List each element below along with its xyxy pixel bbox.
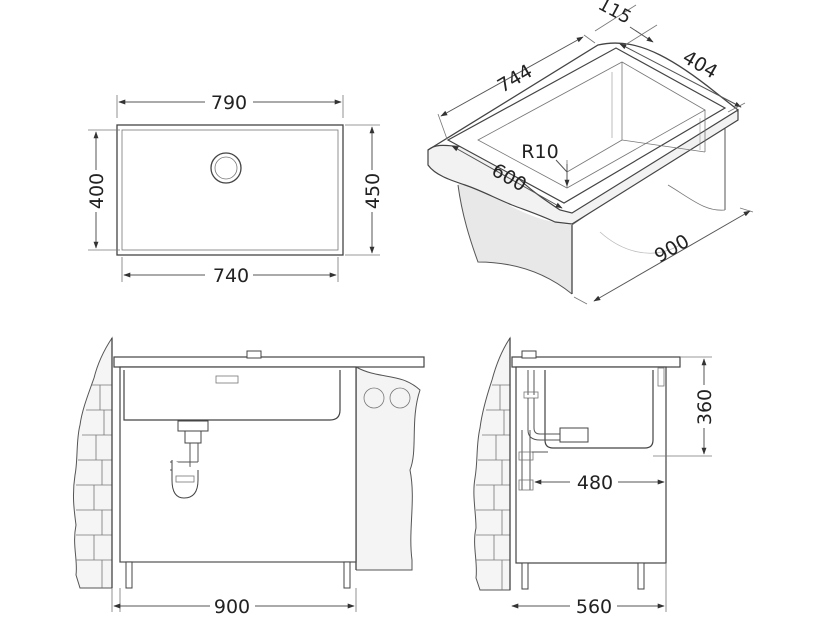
side-drain-body <box>559 427 589 443</box>
side-leg-left <box>521 562 529 590</box>
front-pipe-hole-1-icon <box>363 387 385 409</box>
front-view: 900 <box>72 336 425 618</box>
side-cabinet-depth-label: 560 <box>576 596 612 618</box>
front-side-panel <box>355 366 421 571</box>
front-tap-hole <box>246 350 262 359</box>
front-pipe-hole-2-icon <box>389 387 411 409</box>
brick-wall <box>72 336 113 589</box>
front-overflow-icon <box>215 375 239 384</box>
side-overflow-pipe <box>527 398 560 441</box>
sink-outer-outline <box>116 124 344 256</box>
iso-radius-label: R10 <box>521 141 558 163</box>
side-brick-wall <box>473 336 511 591</box>
top-height-inner-label: 400 <box>86 173 108 209</box>
front-siphon-trap <box>171 460 199 499</box>
side-leg-right <box>637 562 645 590</box>
front-cabinet-width-label: 900 <box>214 596 250 618</box>
drain-outer-icon <box>210 152 242 184</box>
side-depth-label: 360 <box>694 389 716 425</box>
iso-view: 744 115 404 R10 600 900 <box>427 0 754 305</box>
top-width-inner-label: 740 <box>213 265 249 287</box>
front-countertop <box>113 356 425 368</box>
iso-depth-top-label: 115 <box>594 0 634 28</box>
side-countertop <box>511 356 681 368</box>
front-leg-left <box>125 561 133 589</box>
drain-inner-icon <box>214 156 238 180</box>
top-view: 790 740 400 450 <box>86 92 384 287</box>
side-drain-offset-label: 480 <box>577 472 613 494</box>
front-drain-body <box>177 420 209 432</box>
top-width-outer-label: 790 <box>211 92 247 114</box>
sink-inner-outline <box>121 129 339 251</box>
front-sink-bowl <box>123 370 341 421</box>
side-view: 360 480 560 <box>473 336 716 618</box>
front-leg-right <box>343 561 351 589</box>
top-height-outer-label: 450 <box>362 173 384 209</box>
iso-cabinet-length-label: 900 <box>651 230 693 267</box>
iso-length-label: 744 <box>494 60 536 97</box>
